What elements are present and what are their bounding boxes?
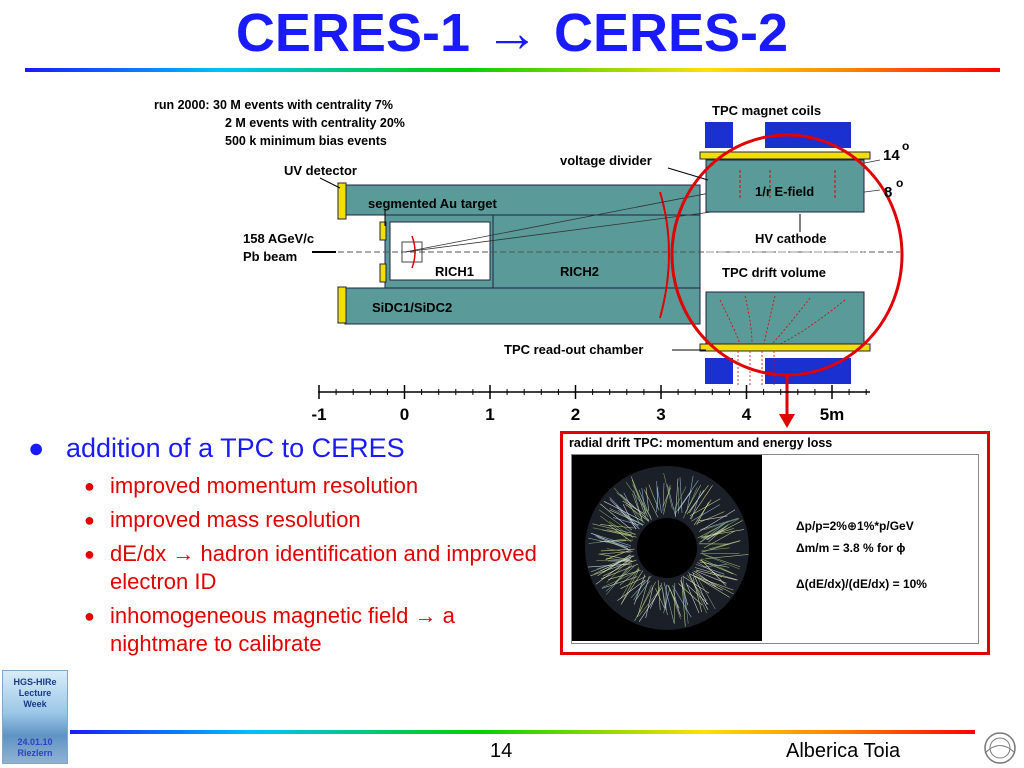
uv-detector-lower xyxy=(337,286,347,324)
ceres-detector-diagram: run 2000: 30 M events with centrality 7%… xyxy=(154,98,909,428)
axis-tick-label: 2 xyxy=(571,405,580,424)
tpc-outer-plate-top xyxy=(699,151,871,160)
readout-chamber-label: TPC read-out chamber xyxy=(504,342,643,357)
angle-8-label: 8 xyxy=(884,184,892,201)
run-text-line2: 2 M events with centrality 20% xyxy=(225,116,405,130)
beam-energy-label: 158 AGeV/c xyxy=(243,231,314,246)
axis-tick-label: 0 xyxy=(400,405,409,424)
lecture-week-badge: HGS-HIRe Lecture Week 24.01.10 Riezlern xyxy=(2,670,68,764)
bullet-sub-2: ● improved mass resolution xyxy=(84,507,361,532)
tpc-magnet-coil-bottom-left xyxy=(705,358,733,384)
tpc-magnet-coil-top-left xyxy=(705,122,733,148)
author-name: Alberica Toia xyxy=(786,740,901,762)
rich-cavity xyxy=(389,221,491,281)
bullet-main: ● addition of a TPC to CERES xyxy=(28,433,558,464)
title-underline xyxy=(25,68,1000,72)
angle-14-label: 14 xyxy=(883,147,900,164)
hv-cathode-label: HV cathode xyxy=(755,231,827,246)
axis-tick-label: 3 xyxy=(656,405,665,424)
sidc-label: SiDC1/SiDC2 xyxy=(372,300,452,315)
rich1-mirror xyxy=(411,235,416,269)
bullet-dot: ● xyxy=(28,433,45,463)
run-text-line3: 500 k minimum bias events xyxy=(225,134,387,148)
bullet-sub-text: dE/dx → hadron identification and improv… xyxy=(110,541,537,594)
voltage-divider-label: voltage divider xyxy=(560,153,652,168)
badge-line3: Week xyxy=(23,699,47,709)
rich1-label: RICH1 xyxy=(435,264,474,279)
axis-tick-label: -1 xyxy=(311,405,326,424)
bullet-sub-4: ● inhomogeneous magnetic field → a night… xyxy=(84,603,455,656)
tpc-upper-volume xyxy=(705,159,865,213)
badge-line2: Lecture xyxy=(18,688,52,698)
panel-pointer-head xyxy=(779,414,795,428)
target-box xyxy=(401,241,423,263)
badge-date: 24.01.10 xyxy=(17,737,53,747)
panel-inner-frame: Δp/p=2%⊕1%*p/GeV Δm/m = 3.8 % for ϕ Δ(dE… xyxy=(571,454,979,644)
spectrometer-upper xyxy=(344,184,701,216)
bullet-sub-text: improved momentum resolution xyxy=(110,473,419,498)
cern-logo-icon xyxy=(984,732,1016,764)
e-field-label: 1/r E-field xyxy=(755,184,814,199)
axis-tick-label: 5m xyxy=(820,405,845,424)
angle-14-degree: o xyxy=(902,139,909,153)
target-plate-upper xyxy=(379,221,387,241)
magnet-coils-label: TPC magnet coils xyxy=(712,103,821,118)
tpc-performance-panel: radial drift TPC: momentum and energy lo… xyxy=(560,431,990,655)
bullet-sub-1: ● improved momentum resolution xyxy=(84,473,419,498)
momentum-resolution-formula: Δp/p=2%⊕1%*p/GeV xyxy=(796,519,914,533)
page-number: 14 xyxy=(490,740,513,762)
bullet-main-text: addition of a TPC to CERES xyxy=(66,433,405,463)
footer-line xyxy=(70,730,975,734)
target-plate-lower xyxy=(379,263,387,283)
rich2-label: RICH2 xyxy=(560,264,599,279)
dedx-resolution-formula: Δ(dE/dx)/(dE/dx) = 10% xyxy=(796,577,927,591)
tpc-outer-plate-bottom xyxy=(699,343,871,352)
axis-tick-label: 4 xyxy=(742,405,752,424)
angle-8-degree: o xyxy=(896,176,903,190)
badge-place: Riezlern xyxy=(17,748,53,758)
bullet-sub-text: improved mass resolution xyxy=(110,507,361,532)
drift-volume-label: TPC drift volume xyxy=(722,265,826,280)
bullet-sub-text: inhomogeneous magnetic field → a nightma… xyxy=(110,603,455,656)
rich2-mirror xyxy=(659,191,670,319)
bullet-list: ● addition of a TPC to CERES ● improved … xyxy=(28,433,558,664)
axis-tick-label: 1 xyxy=(485,405,494,424)
badge-line1: HGS-HIRe xyxy=(13,677,57,687)
tpc-lower-volume xyxy=(705,291,865,345)
bullet-sub-3: ● dE/dx → hadron identification and impr… xyxy=(84,541,537,594)
spectrometer-lower xyxy=(344,287,701,325)
run-text-line1: run 2000: 30 M events with centrality 7% xyxy=(154,98,393,112)
slide-title: CERES-1 → CERES-2 xyxy=(235,3,789,63)
mass-resolution-formula: Δm/m = 3.8 % for ϕ xyxy=(796,541,906,555)
uv-detector-upper xyxy=(337,182,347,220)
beam-type-label: Pb beam xyxy=(243,249,297,264)
segmented-target-label: segmented Au target xyxy=(368,196,497,211)
position-axis: -1 0 1 2 3 4 5m xyxy=(311,385,870,424)
tpc-event-display xyxy=(572,455,762,641)
uv-detector-label: UV detector xyxy=(284,163,357,178)
panel-title: radial drift TPC: momentum and energy lo… xyxy=(569,436,833,450)
